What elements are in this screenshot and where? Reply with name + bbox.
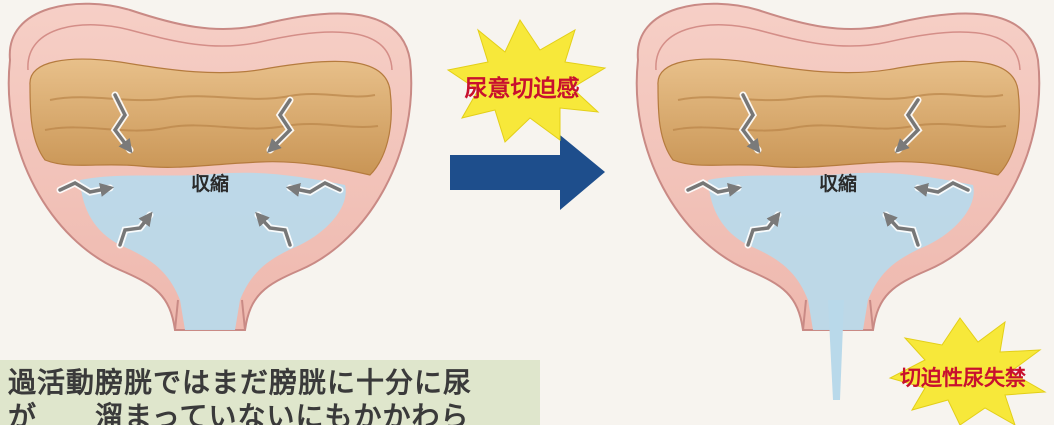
transition-arrow: [450, 135, 605, 210]
left-bladder: 収縮: [9, 4, 412, 330]
urine-stream: [828, 300, 844, 400]
urgency-burst: 尿意切迫感: [448, 20, 605, 142]
urgency-label: 尿意切迫感: [465, 75, 580, 102]
right-contraction-label: 収縮: [819, 172, 857, 195]
incontinence-burst: 切迫性尿失禁: [890, 318, 1045, 425]
caption-box: 過活動膀胱ではまだ膀胱に十分に尿 が 溜まっていないにもかかわら: [0, 360, 540, 425]
caption-line-1: 過活動膀胱ではまだ膀胱に十分に尿: [8, 366, 540, 400]
incontinence-label: 切迫性尿失禁: [900, 366, 1026, 390]
caption-line-2: が 溜まっていないにもかかわら: [8, 400, 540, 425]
right-bladder: 収縮: [637, 4, 1040, 400]
left-contraction-label: 収縮: [191, 172, 229, 195]
